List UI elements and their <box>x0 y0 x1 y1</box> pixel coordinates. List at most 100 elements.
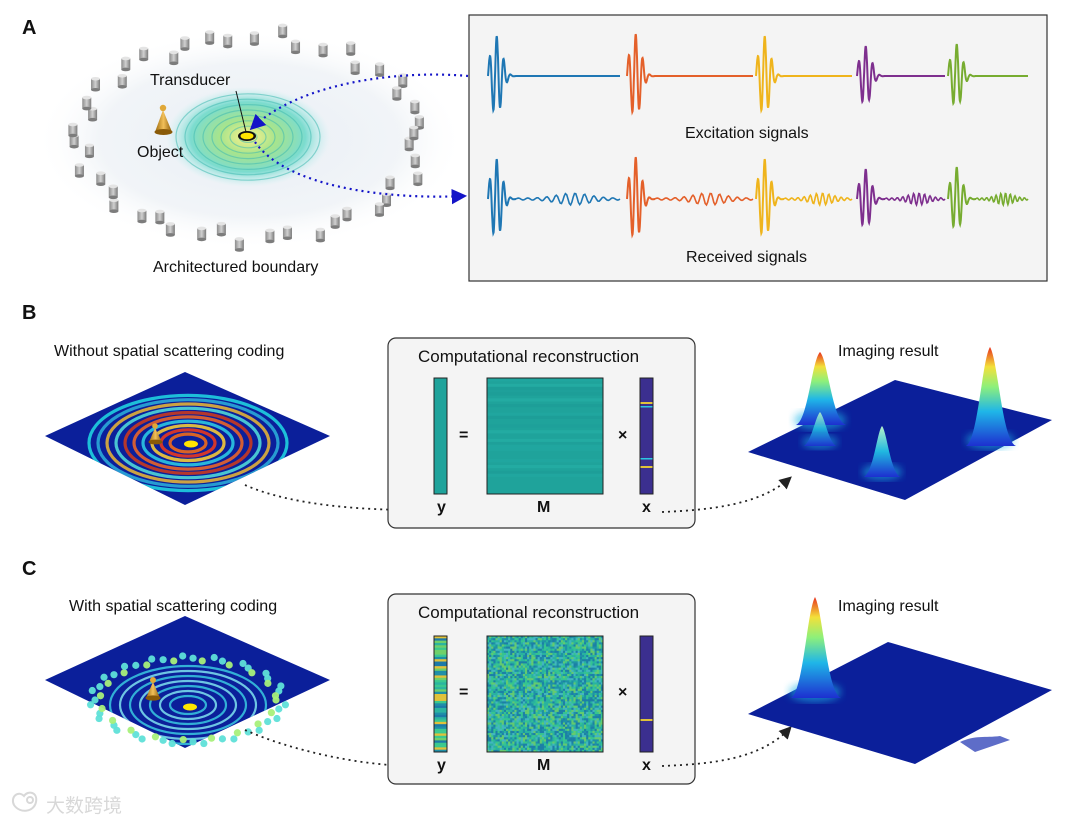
boundary-cylinder <box>91 76 101 92</box>
excitation-label: Excitation signals <box>685 125 809 142</box>
boundary-cylinder <box>410 153 420 169</box>
boundary-cylinder <box>180 36 190 51</box>
peak-b3 <box>862 426 902 480</box>
scatterer-dot <box>207 734 216 742</box>
scatterer-dot <box>189 654 197 662</box>
received-signals <box>487 156 1029 239</box>
plate-c-transducer-icon <box>183 703 197 711</box>
scatterer-dot <box>210 653 218 662</box>
panel-b-left-label: Without spatial scattering coding <box>54 343 284 360</box>
boundary-cylinders <box>68 23 424 252</box>
vector-x-b <box>639 377 654 495</box>
boundary-cylinder <box>234 237 244 252</box>
reconstruction-title-c: Computational reconstruction <box>418 603 639 622</box>
scatterer-dot <box>108 716 117 725</box>
scatterer-dot <box>120 669 128 677</box>
scatterer-dot <box>96 683 104 691</box>
boundary-cylinder <box>318 42 328 58</box>
arrow-b-to-result <box>661 476 792 513</box>
plate-c-scatterers <box>86 652 290 748</box>
panel-letter-a: A <box>22 17 36 39</box>
scatterer-dot <box>132 661 140 669</box>
scatterer-dot <box>281 701 290 709</box>
boundary-cylinder <box>68 122 78 138</box>
scatterer-dot <box>233 729 241 737</box>
m-label-b: M <box>537 499 550 516</box>
reconstruction-box-c: Computational reconstruction = × y M x <box>387 593 696 785</box>
received-signal-5 <box>947 166 1029 230</box>
received-signal-2 <box>626 156 754 239</box>
boundary-cylinder <box>413 171 423 187</box>
scatterer-dot <box>271 692 280 700</box>
boundary-cylinder <box>74 163 84 178</box>
boundary-cylinder <box>398 73 408 88</box>
boundary-cylinder <box>375 62 385 77</box>
boundary-cylinder <box>374 202 384 217</box>
x-label-c: x <box>642 757 651 774</box>
vector-y-c <box>433 635 448 753</box>
excitation-signal-4 <box>856 45 945 105</box>
scatterer-dot <box>218 735 227 743</box>
scatterer-dot <box>179 735 187 744</box>
plate-c-object-icon <box>145 677 161 701</box>
scatterer-dot <box>168 739 176 748</box>
scatterer-dot <box>179 652 187 660</box>
boundary-cylinder <box>197 226 207 242</box>
wave-rings <box>175 93 321 181</box>
equals-b: = <box>459 427 468 444</box>
excitation-signal-1 <box>487 35 620 114</box>
scatterer-dot <box>218 657 227 665</box>
excitation-signal-3 <box>755 35 852 114</box>
result-label-b: Imaging result <box>838 343 939 360</box>
panel-c-left-label: With spatial scattering coding <box>69 598 277 615</box>
excitation-signals <box>487 33 1028 116</box>
scatterer-dot <box>138 735 146 743</box>
times-c: × <box>618 684 627 701</box>
arrow-c-to-reconstruction <box>244 729 418 773</box>
scatterer-dot <box>96 692 105 700</box>
boundary-cylinder <box>265 228 275 244</box>
imaging-result-c <box>748 597 1052 764</box>
arrow-b-to-reconstruction <box>244 484 418 517</box>
m-label-c: M <box>537 757 550 774</box>
times-b: × <box>618 427 627 444</box>
scatterer-dot <box>100 673 108 681</box>
boundary-cylinder <box>84 143 94 159</box>
panel-letter-b: B <box>22 302 36 324</box>
scatterer-dot <box>254 720 262 728</box>
boundary-cylinder <box>205 30 215 45</box>
boundary-cylinder <box>350 60 360 76</box>
y-label-c: y <box>437 757 446 774</box>
reconstruction-box-b: Computational reconstruction = × y M x <box>387 337 696 529</box>
scatterer-dot <box>132 731 140 739</box>
scatterer-dot <box>120 662 129 670</box>
peak-c1 <box>789 597 841 702</box>
boundary-cylinder <box>249 31 259 46</box>
scatterer-dot <box>143 661 151 669</box>
scatterer-dot <box>91 696 99 704</box>
boundary-cylinder <box>137 208 147 224</box>
scatterer-dot <box>88 686 96 695</box>
boundary-cylinder <box>108 184 118 200</box>
scatterer-dot <box>267 709 275 717</box>
watermark-text: 大数跨境 <box>46 795 122 817</box>
scatterer-dot <box>200 739 208 748</box>
scatterer-dot <box>264 717 272 726</box>
object-cone-icon <box>154 104 173 135</box>
scatterer-dot <box>170 657 178 665</box>
object-label: Object <box>137 144 184 161</box>
boundary-cylinder <box>139 46 149 62</box>
boundary-cylinder <box>346 41 356 56</box>
boundary-cylinder <box>96 171 106 186</box>
boundary-cylinder <box>165 222 175 237</box>
received-signal-1 <box>487 158 621 237</box>
scatterer-dot <box>239 659 247 668</box>
transducer-label: Transducer <box>150 72 231 89</box>
plate-b-object-icon <box>148 423 163 445</box>
signals-box: Excitation signals Received signals <box>468 14 1048 282</box>
boundary-cylinder <box>169 50 179 66</box>
boundary-cylinder <box>155 209 165 225</box>
excitation-signal-5 <box>947 43 1028 107</box>
x-label-b: x <box>642 499 651 516</box>
scatterer-dot <box>159 656 167 664</box>
